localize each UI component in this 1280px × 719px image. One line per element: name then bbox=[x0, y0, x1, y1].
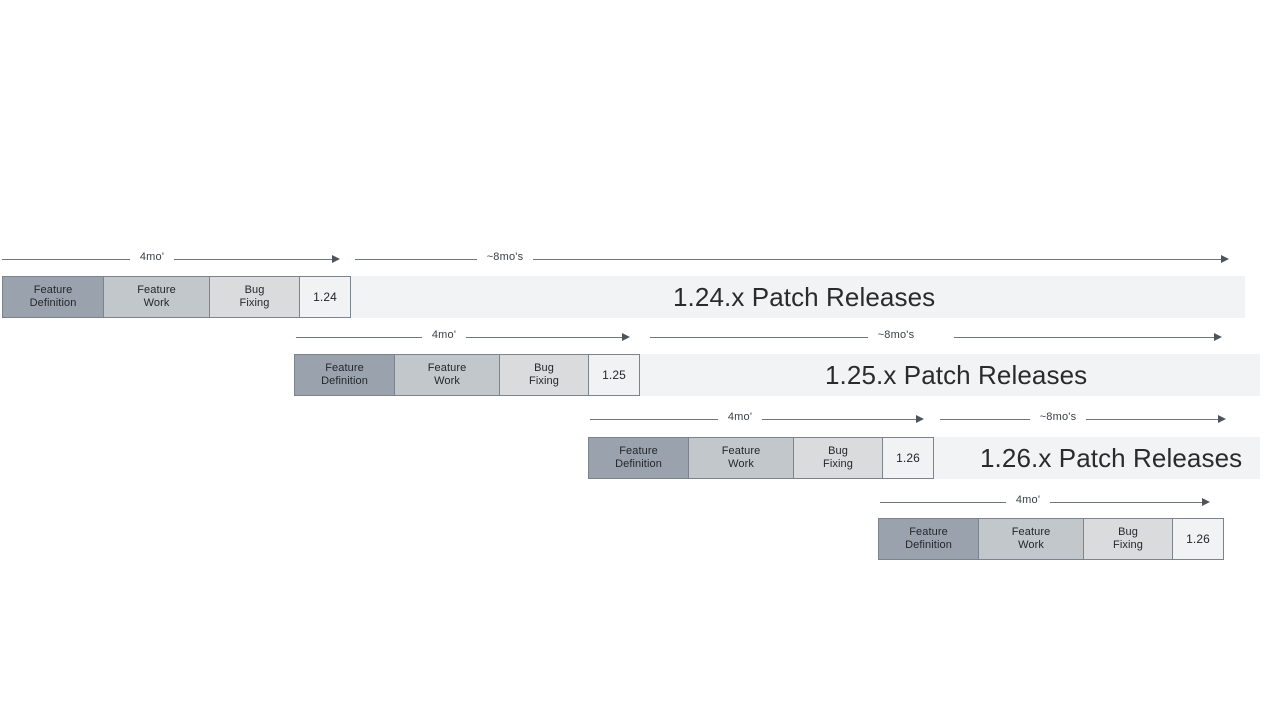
phase-label-line1: Feature bbox=[1011, 526, 1051, 538]
version-box-1-25[interactable]: 1.25 bbox=[588, 354, 640, 396]
phase-label-line1: Bug bbox=[534, 362, 554, 374]
measure-segment-left bbox=[590, 419, 718, 420]
measure-dev-1-24: 4mo' bbox=[2, 249, 342, 271]
phase-label-line1: Feature bbox=[33, 284, 73, 296]
phase-label-line1: Bug bbox=[1118, 526, 1138, 538]
phase-feature-definition[interactable]: Feature Definition bbox=[878, 518, 978, 560]
phase-label-line1: Feature bbox=[619, 445, 658, 457]
arrowhead-icon bbox=[622, 333, 630, 341]
arrowhead-icon bbox=[916, 415, 924, 423]
phase-label-line1: Feature bbox=[427, 362, 467, 374]
phase-label-line1: Feature bbox=[137, 284, 176, 296]
version-box-1-24[interactable]: 1.24 bbox=[299, 276, 351, 318]
measure-segment-left bbox=[880, 502, 1006, 503]
phases-1-24: Feature Definition Feature Work Bug Fixi… bbox=[2, 276, 351, 318]
measure-segment-left bbox=[2, 259, 130, 260]
phase-bug-fixing[interactable]: Bug Fixing bbox=[209, 276, 299, 318]
phase-label-line1: Bug bbox=[244, 284, 265, 296]
measure-segment-left bbox=[940, 419, 1030, 420]
arrowhead-icon bbox=[1202, 498, 1210, 506]
phase-label-line2: Definition bbox=[615, 458, 662, 470]
phase-label-line2: Work bbox=[143, 297, 170, 309]
phase-label-line2: Fixing bbox=[1113, 539, 1143, 551]
phase-label-line1: Feature bbox=[325, 362, 364, 374]
phase-label-line1: Feature bbox=[909, 526, 948, 538]
version-box-1-26[interactable]: 1.26 bbox=[882, 437, 934, 479]
phase-label-line2: Definition bbox=[321, 375, 368, 387]
measure-patch-1-24: ~8mo's bbox=[355, 249, 1235, 271]
measure-dev-1-26-next: 4mo' bbox=[880, 492, 1210, 514]
measure-patch-1-25: ~8mo's bbox=[650, 327, 1230, 349]
patch-band-label: 1.25.x Patch Releases bbox=[825, 360, 1088, 390]
phases-1-25: Feature Definition Feature Work Bug Fixi… bbox=[294, 354, 640, 396]
measure-label-patch: ~8mo's bbox=[1039, 411, 1077, 423]
phase-label-line2: Work bbox=[1018, 539, 1044, 551]
phase-feature-work[interactable]: Feature Work bbox=[688, 437, 793, 479]
measure-segment-right bbox=[466, 337, 624, 338]
measure-segment-right bbox=[1050, 502, 1204, 503]
phase-feature-work[interactable]: Feature Work bbox=[394, 354, 499, 396]
measure-label-patch: ~8mo's bbox=[877, 329, 915, 341]
arrowhead-icon bbox=[1221, 255, 1229, 263]
measure-label-dev: 4mo' bbox=[431, 329, 457, 341]
phase-feature-work[interactable]: Feature Work bbox=[978, 518, 1083, 560]
measure-segment-right bbox=[1086, 419, 1224, 420]
arrowhead-icon bbox=[1214, 333, 1222, 341]
patch-band-label: 1.24.x Patch Releases bbox=[673, 282, 936, 312]
measure-segment-left bbox=[296, 337, 422, 338]
measure-segment-left bbox=[355, 259, 477, 260]
measure-dev-1-26: 4mo' bbox=[590, 409, 930, 431]
phase-label-line2: Definition bbox=[29, 297, 77, 309]
phase-label-line1: Bug bbox=[828, 445, 848, 457]
measure-dev-1-25: 4mo' bbox=[296, 327, 636, 349]
phase-label-line2: Fixing bbox=[529, 375, 559, 387]
phase-label-line2: Fixing bbox=[823, 458, 853, 470]
phase-feature-definition[interactable]: Feature Definition bbox=[588, 437, 688, 479]
phases-1-26: Feature Definition Feature Work Bug Fixi… bbox=[588, 437, 934, 479]
phase-label-line2: Work bbox=[434, 375, 460, 387]
measure-segment-right bbox=[533, 259, 1227, 260]
phase-label-line2: Definition bbox=[905, 539, 952, 551]
measure-segment-left bbox=[650, 337, 868, 338]
measure-label-dev: 4mo' bbox=[139, 251, 165, 263]
phase-label-line2: Fixing bbox=[239, 297, 270, 309]
phase-label-line2: Work bbox=[728, 458, 754, 470]
measure-label-dev: 4mo' bbox=[727, 411, 753, 423]
arrowhead-icon bbox=[332, 255, 340, 263]
phases-1-26-next: Feature Definition Feature Work Bug Fixi… bbox=[878, 518, 1224, 560]
patch-band-label: 1.26.x Patch Releases bbox=[980, 443, 1243, 473]
phase-feature-definition[interactable]: Feature Definition bbox=[2, 276, 103, 318]
phase-feature-work[interactable]: Feature Work bbox=[103, 276, 209, 318]
measure-label-patch: ~8mo's bbox=[486, 251, 524, 263]
version-box-1-26-next[interactable]: 1.26 bbox=[1172, 518, 1224, 560]
phase-bug-fixing[interactable]: Bug Fixing bbox=[499, 354, 588, 396]
phase-bug-fixing[interactable]: Bug Fixing bbox=[1083, 518, 1172, 560]
phase-bug-fixing[interactable]: Bug Fixing bbox=[793, 437, 882, 479]
measure-segment-right bbox=[954, 337, 1220, 338]
measure-patch-1-26: ~8mo's bbox=[940, 409, 1232, 431]
arrowhead-icon bbox=[1218, 415, 1226, 423]
phase-feature-definition[interactable]: Feature Definition bbox=[294, 354, 394, 396]
phase-label-line1: Feature bbox=[721, 445, 761, 457]
measure-label-dev: 4mo' bbox=[1015, 494, 1041, 506]
measure-segment-right bbox=[174, 259, 334, 260]
measure-segment-right bbox=[762, 419, 918, 420]
